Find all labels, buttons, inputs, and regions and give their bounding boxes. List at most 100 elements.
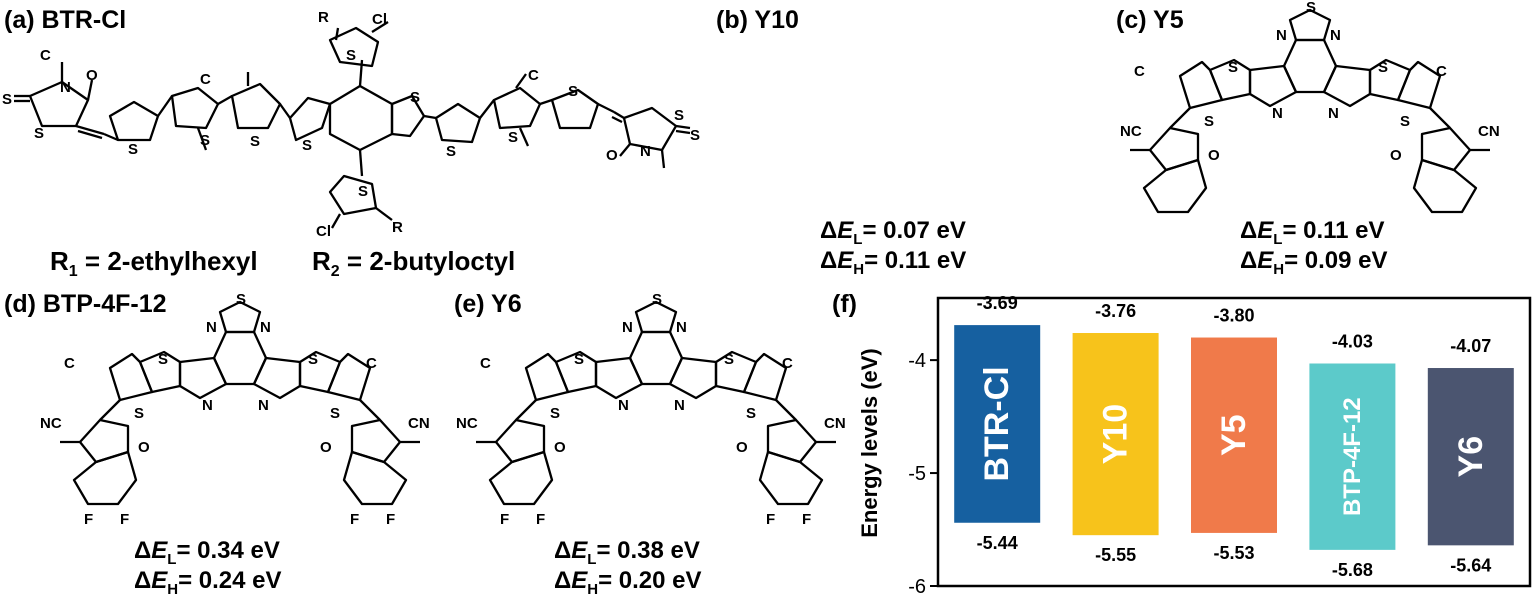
- svg-text:C: C: [366, 355, 377, 372]
- svg-text:N: N: [676, 319, 687, 336]
- energy-bar: [1072, 333, 1159, 536]
- energy-bar: [954, 325, 1041, 523]
- homo-value-label: -5.64: [1450, 555, 1491, 575]
- svg-text:F: F: [386, 511, 395, 528]
- svg-text:O: O: [1390, 147, 1402, 164]
- svg-text:N: N: [260, 319, 271, 336]
- homo-value-label: -5.44: [977, 533, 1018, 553]
- svg-text:S: S: [346, 47, 356, 64]
- svg-text:S: S: [508, 129, 518, 146]
- bar-category-label: Y10: [1097, 404, 1135, 465]
- bar-category-label: BTR-Cl: [978, 366, 1016, 481]
- panel-f-label: (f): [832, 290, 857, 318]
- y5-structure: S N N S S N N S S C C NC CN O O: [1120, 0, 1500, 214]
- panel-e-label: (e) Y6: [454, 290, 522, 318]
- svg-text:S: S: [1306, 0, 1316, 16]
- svg-text:S: S: [410, 89, 420, 106]
- svg-text:N: N: [1330, 27, 1341, 44]
- svg-text:F: F: [536, 511, 545, 528]
- svg-text:O: O: [320, 439, 332, 456]
- svg-text:C: C: [528, 67, 539, 84]
- svg-text:F: F: [120, 511, 129, 528]
- svg-text:S: S: [200, 132, 210, 149]
- plot-frame: [936, 296, 1532, 588]
- svg-text:S: S: [236, 291, 246, 308]
- panel-a-label: (a) BTR-Cl: [4, 6, 127, 34]
- svg-text:O: O: [736, 439, 748, 456]
- svg-text:N: N: [674, 397, 685, 414]
- y5-delta-el: ΔEL= 0.11 eV: [1240, 217, 1385, 248]
- svg-text:CN: CN: [408, 415, 430, 432]
- svg-text:O: O: [1208, 147, 1220, 164]
- svg-text:S: S: [134, 405, 144, 422]
- svg-text:C: C: [200, 71, 211, 88]
- svg-text:NC: NC: [1120, 123, 1142, 140]
- energy-bar: [1191, 337, 1277, 533]
- svg-text:N: N: [60, 79, 71, 96]
- svg-text:S: S: [690, 127, 700, 144]
- svg-text:F: F: [350, 511, 359, 528]
- energy-bar: [1427, 368, 1514, 546]
- svg-text:N: N: [640, 143, 651, 160]
- svg-text:S: S: [674, 107, 684, 124]
- lumo-value-label: -3.69: [977, 293, 1018, 313]
- bar-category-label: Y5: [1215, 414, 1253, 456]
- svg-text:S: S: [550, 405, 560, 422]
- svg-text:C: C: [782, 355, 793, 372]
- svg-text:S: S: [330, 405, 340, 422]
- y-axis-label-box: Energy levels (eV): [852, 300, 888, 586]
- y-tick-label: -6: [908, 576, 926, 598]
- svg-text:O: O: [138, 439, 150, 456]
- lumo-value-label: -4.07: [1450, 336, 1491, 356]
- btp-4f-12-delta-el: ΔEL= 0.34 eV: [134, 537, 280, 568]
- svg-text:R: R: [392, 219, 403, 236]
- svg-text:S: S: [574, 351, 584, 368]
- homo-value-label: -5.68: [1332, 560, 1373, 580]
- svg-text:C: C: [40, 47, 51, 64]
- svg-text:S: S: [2, 91, 12, 108]
- y-tick-label: -5: [908, 463, 926, 485]
- svg-text:R: R: [318, 9, 329, 26]
- svg-text:S: S: [746, 405, 756, 422]
- svg-text:N: N: [1276, 27, 1287, 44]
- svg-text:F: F: [802, 511, 811, 528]
- svg-text:S: S: [358, 183, 368, 200]
- svg-text:S: S: [34, 125, 44, 142]
- homo-value-label: -5.55: [1095, 545, 1136, 565]
- svg-text:S: S: [1400, 113, 1410, 130]
- svg-text:C: C: [480, 355, 491, 372]
- svg-text:F: F: [84, 511, 93, 528]
- svg-text:S: S: [652, 291, 662, 308]
- svg-text:F: F: [766, 511, 775, 528]
- svg-text:N: N: [622, 319, 633, 336]
- svg-text:Cl: Cl: [316, 223, 331, 240]
- svg-text:N: N: [258, 397, 269, 414]
- y6-delta-el: ΔEL= 0.38 eV: [554, 537, 700, 568]
- svg-text:S: S: [568, 83, 578, 100]
- svg-text:S: S: [250, 133, 260, 150]
- svg-text:C: C: [1436, 63, 1447, 80]
- lumo-value-label: -4.03: [1332, 332, 1373, 352]
- svg-text:S: S: [302, 137, 312, 154]
- svg-text:S: S: [446, 143, 456, 160]
- y-tick-label: -4: [908, 350, 926, 372]
- y-axis-label: Energy levels (eV): [857, 348, 882, 538]
- svg-text:O: O: [606, 147, 618, 164]
- lumo-value-label: -3.80: [1213, 306, 1254, 326]
- svg-text:N: N: [206, 319, 217, 336]
- svg-text:N: N: [1272, 105, 1283, 122]
- svg-text:F: F: [500, 511, 509, 528]
- svg-text:N: N: [202, 397, 213, 414]
- energy-level-chart: -4 -5 -6 -3.69 -5.44 BTR-Cl -3.76 -5.55 Y10 -3.80…: [908, 293, 1532, 598]
- svg-text:C: C: [64, 355, 75, 372]
- lumo-value-label: -3.76: [1095, 301, 1136, 321]
- svg-text:S: S: [128, 141, 138, 158]
- panel-b-label: (b) Y10: [716, 6, 799, 34]
- bar-category-label: Y6: [1452, 436, 1490, 478]
- svg-text:S: S: [1228, 59, 1238, 76]
- y6-delta-eh: ΔEH= 0.20 eV: [554, 567, 702, 598]
- svg-text:Cl: Cl: [372, 11, 387, 28]
- svg-text:S: S: [1204, 113, 1214, 130]
